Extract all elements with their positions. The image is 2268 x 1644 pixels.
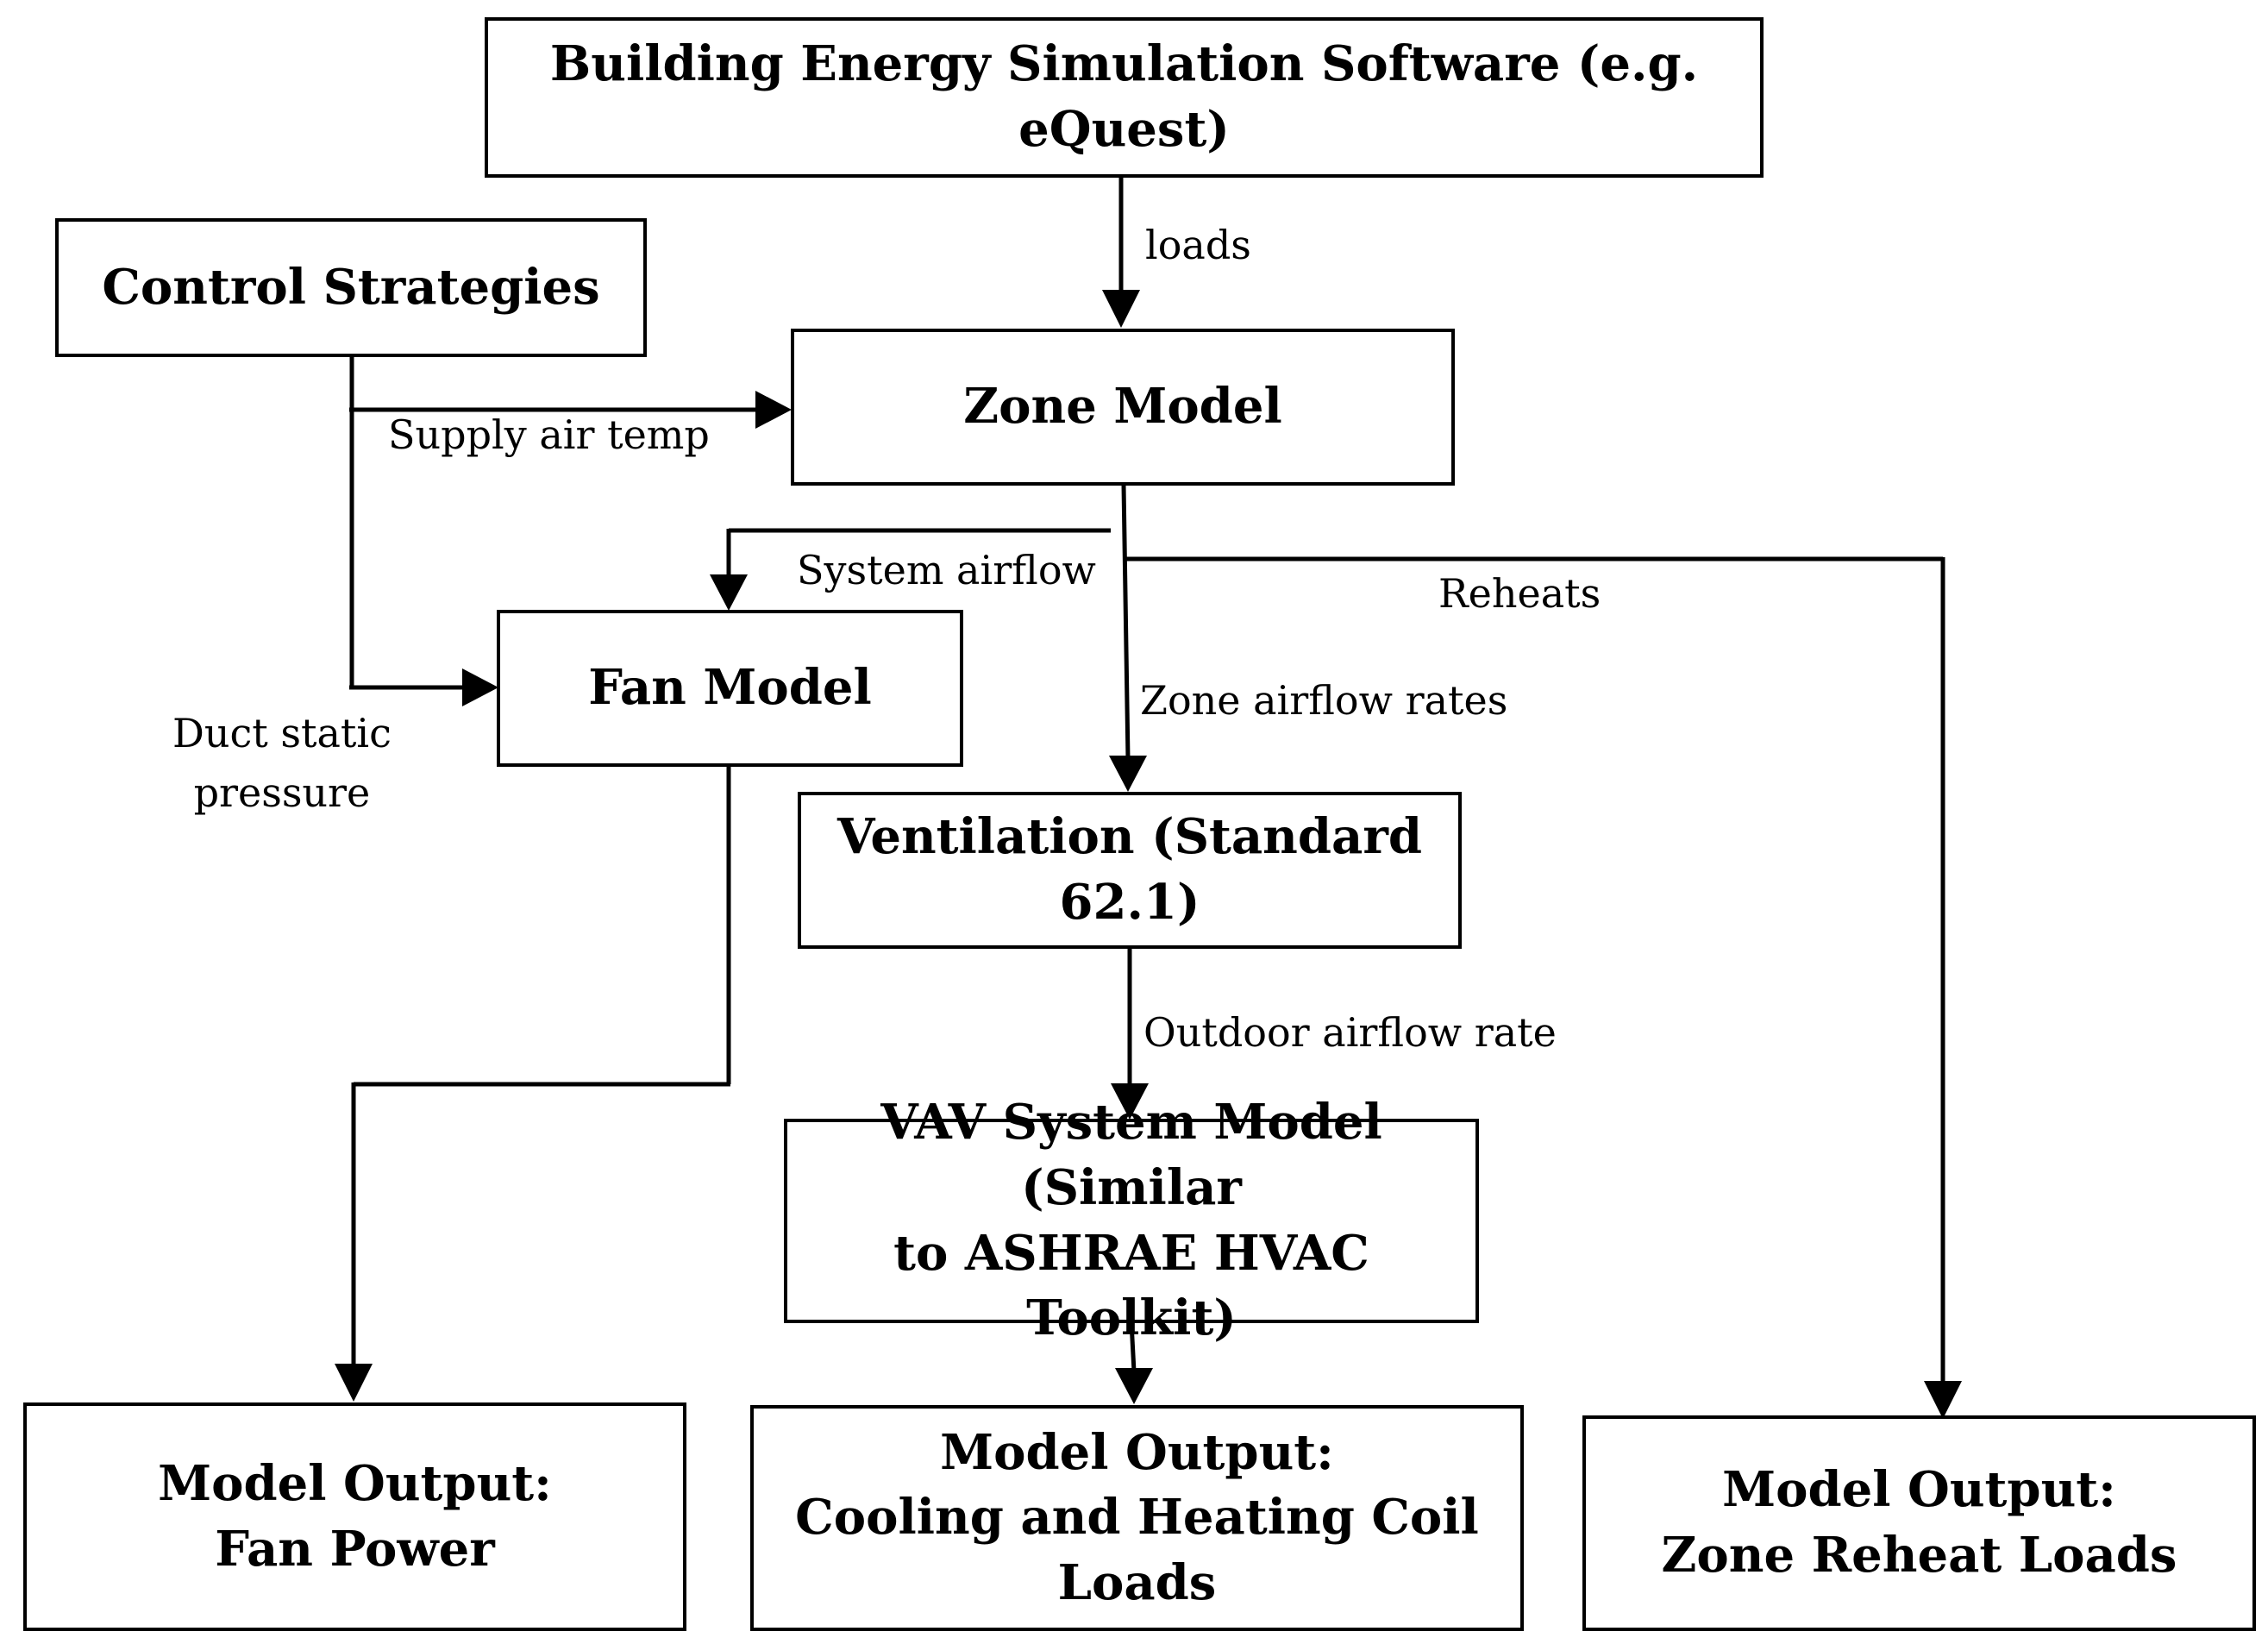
edge-label-reheats: Reheats (1438, 570, 1601, 617)
out-coil-line2: Cooling and Heating Coil Loads (795, 1489, 1479, 1611)
box-ventilation: Ventilation (Standard 62.1) (798, 792, 1462, 949)
arrowhead-outdoor-airflow (1111, 1083, 1149, 1120)
arrowhead-loads (1102, 290, 1140, 328)
arrowhead-reheats (1924, 1381, 1962, 1419)
box-fan-model: Fan Model (497, 610, 963, 767)
control-label: Control Strategies (102, 258, 600, 316)
arrowhead-zone-airflow (1109, 756, 1147, 792)
arrow-vav-output (1129, 1321, 1137, 1372)
line-zone-trunk (1121, 484, 1131, 760)
out-coil-line1: Model Output: (940, 1423, 1334, 1481)
edge-label-loads: loads (1145, 222, 1251, 268)
ventilation-label: Ventilation (Standard 62.1) (837, 808, 1422, 931)
box-output-coil-loads: Model Output: Cooling and Heating Coil L… (750, 1405, 1524, 1631)
vav-label-line1: VAV System Model (Similar (880, 1094, 1382, 1216)
edge-label-supply-air-temp: Supply air temp (388, 411, 710, 458)
duct-static-line2: pressure (193, 769, 371, 816)
arrowhead-supply-air-temp (755, 391, 792, 429)
arrowhead-fan-output (335, 1364, 373, 1402)
box-output-fan-power: Model Output: Fan Power (23, 1402, 686, 1631)
arrowhead-vav-output (1115, 1368, 1153, 1404)
out-reheat-line1: Model Output: (1722, 1461, 2116, 1519)
fan-label: Fan Model (588, 659, 872, 717)
out-fan-line1: Model Output: (158, 1454, 552, 1512)
edge-label-outdoor-airflow-rate: Outdoor airflow rate (1143, 1009, 1557, 1056)
box-building-energy-software: Building Energy Simulation Software (e.g… (485, 17, 1764, 178)
box-vav-system-model: VAV System Model (Similar to ASHRAE HVAC… (784, 1094, 1479, 1346)
box-control-strategies: Control Strategies (55, 218, 647, 357)
edge-label-zone-airflow-rates: Zone airflow rates (1140, 677, 1508, 724)
edge-label-system-airflow: System airflow (797, 547, 1096, 593)
box-zone-model: Zone Model (791, 329, 1455, 486)
arrowhead-duct-static (462, 668, 498, 706)
box-output-zone-reheat: Model Output: Zone Reheat Loads (1582, 1415, 2256, 1631)
zone-label: Zone Model (963, 378, 1282, 436)
duct-static-line1: Duct static (172, 710, 392, 756)
out-fan-line2: Fan Power (215, 1520, 495, 1578)
arrowhead-system-airflow (710, 574, 748, 611)
edge-label-duct-static-pressure: Duct static pressure (172, 704, 392, 823)
vav-label-line2: to ASHRAE HVAC Toolkit) (893, 1224, 1369, 1347)
out-reheat-line2: Zone Reheat Loads (1661, 1527, 2177, 1584)
software-label: Building Energy Simulation Software (e.g… (549, 35, 1699, 158)
